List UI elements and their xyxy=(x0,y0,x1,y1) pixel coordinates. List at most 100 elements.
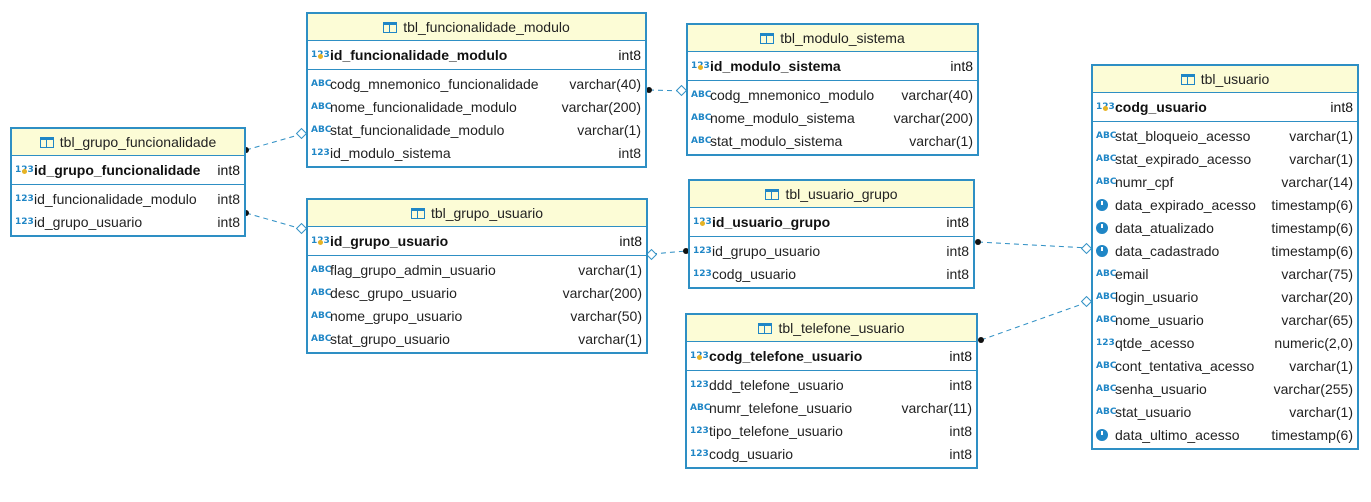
table-header[interactable]: tbl_funcionalidade_modulo xyxy=(308,14,645,41)
table-title: tbl_modulo_sistema xyxy=(780,30,905,46)
column-name: codg_usuario xyxy=(709,445,794,462)
column-name: stat_expirado_acesso xyxy=(1115,150,1252,167)
relation-end-dot xyxy=(978,337,984,343)
column-name: stat_modulo_sistema xyxy=(710,132,843,149)
column-name: nome_modulo_sistema xyxy=(710,109,855,126)
text-type-icon: ABC xyxy=(691,112,712,123)
column-type: varchar(1) xyxy=(1289,357,1353,374)
table-header[interactable]: tbl_telefone_usuario xyxy=(687,315,976,342)
column-name: stat_grupo_usuario xyxy=(330,330,450,347)
table-header[interactable]: tbl_modulo_sistema xyxy=(688,25,977,52)
text-type-icon: ABC xyxy=(1096,360,1117,371)
column-name: nome_usuario xyxy=(1115,311,1204,328)
relation-end-diamond xyxy=(645,248,658,261)
text-type-icon: ABC xyxy=(690,402,711,413)
column-name: codg_mnemonico_funcionalidade xyxy=(330,75,539,92)
table-icon xyxy=(39,136,54,148)
text-type-icon: ABC xyxy=(1096,176,1117,187)
text-type-icon: ABC xyxy=(1096,153,1117,164)
relation-grupo-usuario-to-usuario-grupo xyxy=(651,250,687,255)
column-name: id_grupo_usuario xyxy=(330,233,449,249)
clock-icon xyxy=(1093,221,1115,234)
column-type: varchar(255) xyxy=(1273,380,1353,397)
column-type: varchar(50) xyxy=(570,307,642,324)
column-type: varchar(11) xyxy=(901,399,972,416)
clock-icon xyxy=(1093,428,1115,441)
table-header[interactable]: tbl_grupo_usuario xyxy=(308,200,646,227)
table-header[interactable]: tbl_usuario_grupo xyxy=(690,181,973,208)
column-name: id_modulo_sistema xyxy=(330,144,451,161)
table-header[interactable]: tbl_usuario xyxy=(1093,66,1357,93)
relation-end-diamond xyxy=(295,222,308,235)
text-type-icon: ABC xyxy=(691,89,712,100)
table-title: tbl_funcionalidade_modulo xyxy=(403,19,570,35)
table-icon xyxy=(758,322,773,334)
table-icon xyxy=(1180,73,1195,85)
column-type: int8 xyxy=(217,213,240,230)
relation-grupo-funcionalidade-to-grupo-usuario xyxy=(245,212,303,230)
column-name: id_modulo_sistema xyxy=(710,58,841,74)
text-type-icon: ABC xyxy=(691,135,712,146)
table-icon xyxy=(383,21,398,33)
text-type-icon: ABC xyxy=(311,287,332,298)
table-header[interactable]: tbl_grupo_funcionalidade xyxy=(12,129,244,156)
table-icon xyxy=(765,188,780,200)
text-type-icon: ABC xyxy=(1096,383,1117,394)
column-name: stat_funcionalidade_modulo xyxy=(330,121,505,138)
column-name: desc_grupo_usuario xyxy=(330,284,457,301)
column-type: timestamp(6) xyxy=(1271,242,1353,259)
relation-usuario-grupo-to-usuario xyxy=(977,241,1089,249)
